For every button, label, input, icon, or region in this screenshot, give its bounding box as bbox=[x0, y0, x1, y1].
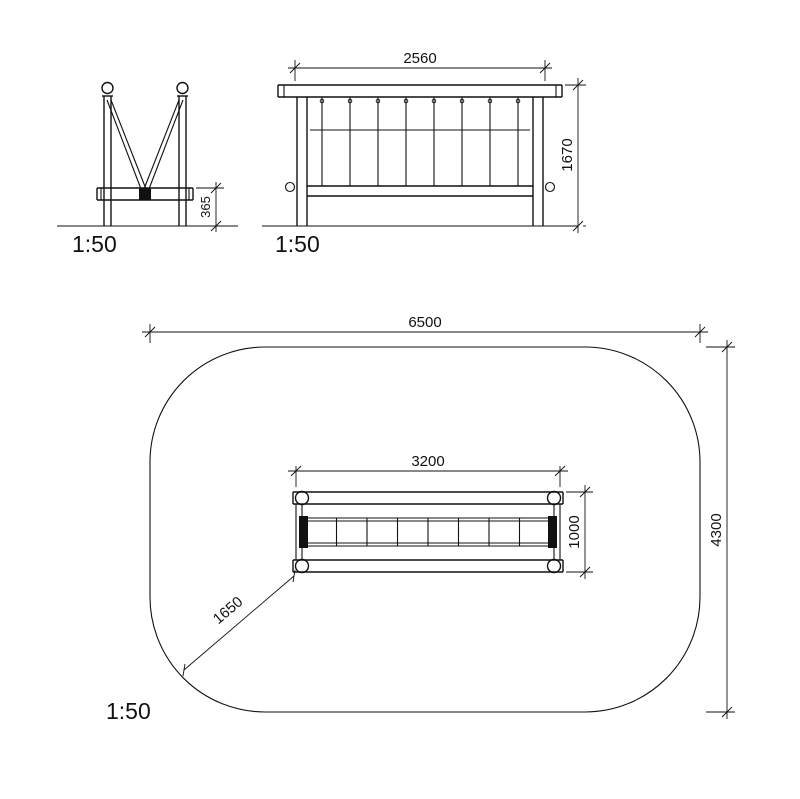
scale-label-end-view: 1:50 bbox=[72, 231, 117, 257]
scale-label-plan-view: 1:50 bbox=[106, 698, 151, 724]
safety-zone-outline bbox=[149, 346, 701, 713]
plan-top-beam bbox=[292, 491, 564, 505]
dim-label-4300: 4300 bbox=[708, 513, 725, 546]
dimension-3200: 3200 bbox=[288, 453, 568, 487]
plan-bottom-beam bbox=[292, 559, 564, 573]
dim-label-1000: 1000 bbox=[566, 515, 583, 548]
dimension-1650: 1650 bbox=[182, 569, 296, 677]
ladder-anchor-block bbox=[299, 516, 308, 548]
left-post bbox=[296, 97, 308, 226]
end-elevation-view: 365 1:50 bbox=[57, 81, 238, 257]
lower-rail bbox=[307, 185, 533, 197]
rope-ladder bbox=[299, 516, 557, 548]
dimension-6500: 6500 bbox=[142, 314, 708, 343]
dimension-4300: 4300 bbox=[706, 340, 735, 719]
top-beam bbox=[277, 84, 563, 98]
left-post bbox=[101, 81, 114, 226]
dim-label-1650: 1650 bbox=[210, 593, 246, 628]
right-post bbox=[176, 81, 189, 226]
post-top-icon bbox=[546, 490, 562, 506]
scale-label-front-view: 1:50 bbox=[275, 231, 320, 257]
v-ropes bbox=[106, 99, 184, 190]
post-ring-icon bbox=[101, 81, 114, 95]
front-elevation-view: 2560 1670 1:50 bbox=[262, 50, 586, 257]
rope-anchor-block bbox=[139, 188, 151, 200]
dim-label-3200: 3200 bbox=[411, 453, 444, 470]
dim-label-365: 365 bbox=[198, 196, 213, 218]
dimension-2560: 2560 bbox=[288, 50, 552, 81]
post-top-icon bbox=[294, 490, 310, 506]
dimension-365: 365 bbox=[196, 182, 224, 232]
beam bbox=[96, 187, 194, 201]
post-top-icon bbox=[546, 558, 562, 574]
dim-label-2560: 2560 bbox=[403, 50, 436, 67]
vertical-ropes bbox=[319, 97, 521, 186]
dimension-1670: 1670 bbox=[559, 78, 586, 233]
dim-label-1670: 1670 bbox=[559, 138, 576, 171]
ladder-anchor-block bbox=[548, 516, 557, 548]
equipment-plan bbox=[292, 490, 564, 574]
dimension-1000: 1000 bbox=[566, 485, 593, 579]
right-post bbox=[532, 97, 544, 226]
dim-label-6500: 6500 bbox=[408, 314, 441, 331]
post-ring-icon bbox=[176, 81, 189, 95]
side-ring-icon bbox=[544, 181, 556, 193]
plan-view: 6500 4300 bbox=[106, 314, 735, 724]
post-top-icon bbox=[294, 558, 310, 574]
side-ring-icon bbox=[284, 181, 296, 193]
